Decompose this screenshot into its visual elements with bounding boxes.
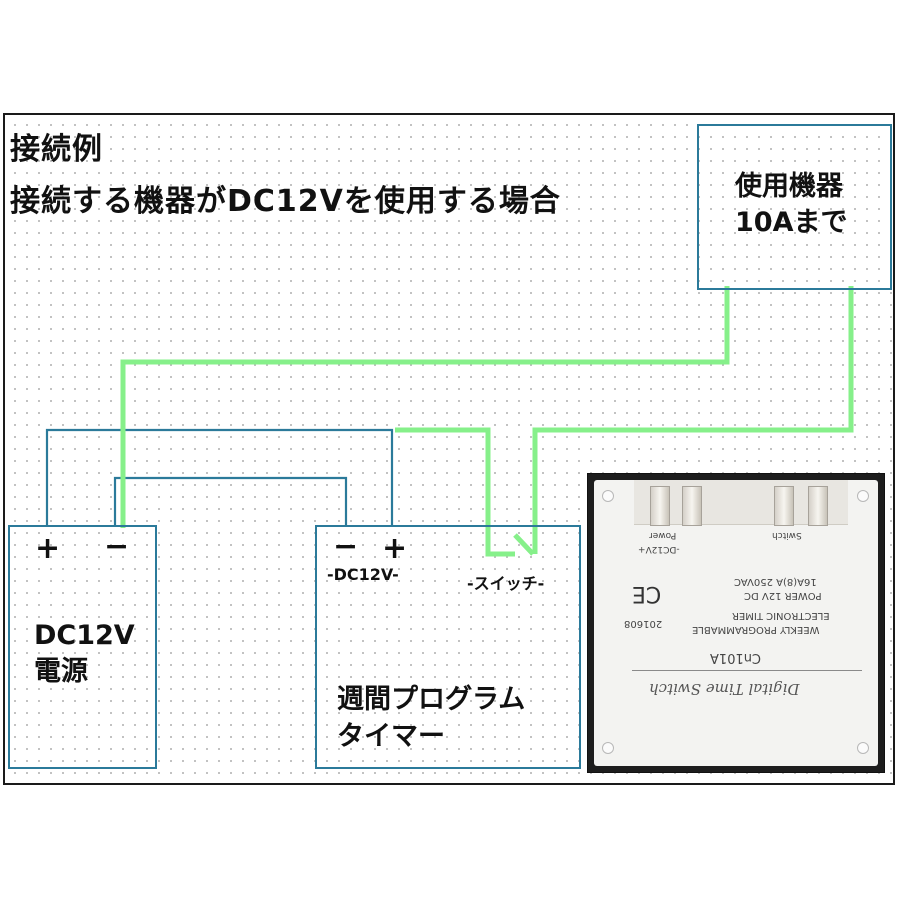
power-label-line1: DC12V — [34, 620, 135, 651]
date-code: 201608 — [624, 618, 663, 629]
power-spec-label: POWER 12V DC — [744, 590, 822, 601]
ce-mark: CE — [632, 581, 662, 606]
device-label-line1: 使用機器 — [735, 171, 843, 202]
model-label: Cn101A — [710, 650, 762, 665]
timer-plus-terminal: + — [382, 531, 408, 566]
divider-line — [632, 670, 862, 671]
wire-power-minus-to-timer-minus — [113, 476, 348, 525]
power-supply-box: + − DC12V 電源 — [8, 525, 157, 769]
screw-icon — [857, 490, 869, 502]
timer-product-photo: Power -DC12V+ Switch CE 16A(8)A 250VAC P… — [587, 473, 885, 773]
desc-line2: WEEKLY PROGRAMMABLE — [692, 624, 820, 635]
terminal-4 — [808, 486, 828, 526]
wire-power-to-switch — [395, 427, 515, 557]
wire-power-plus-to-timer-plus — [45, 428, 394, 525]
timer-label-line2: タイマー — [337, 721, 445, 752]
wire-device-to-switch — [532, 286, 854, 554]
terminal-3 — [774, 486, 794, 526]
timer-label-line1: 週間プログラム — [337, 684, 526, 715]
timer-switch-label: -スイッチ- — [467, 574, 545, 593]
terminal-switch-label: Switch — [772, 530, 802, 540]
terminal-dc-label: -DC12V+ — [638, 544, 680, 554]
page-title: 接続例 — [10, 132, 103, 167]
screw-icon — [857, 742, 869, 754]
brand-label: Digital Time Switch — [649, 680, 800, 698]
screw-icon — [602, 742, 614, 754]
power-label-line2: 電源 — [34, 656, 88, 687]
diagram-frame — [3, 113, 895, 785]
wire-device-to-power-minus — [120, 286, 730, 528]
page-subtitle: 接続する機器がDC12Vを使用する場合 — [10, 184, 561, 219]
power-plus-terminal: + — [35, 531, 61, 566]
device-box: 使用機器 10Aまで — [697, 124, 892, 290]
terminal-1 — [650, 486, 670, 526]
screw-icon — [602, 490, 614, 502]
power-minus-terminal: − — [104, 529, 130, 564]
switch-lever — [513, 533, 535, 556]
device-label-line2: 10Aまで — [735, 207, 848, 238]
terminal-2 — [682, 486, 702, 526]
timer-body: Power -DC12V+ Switch CE 16A(8)A 250VAC P… — [594, 480, 878, 766]
timer-minus-terminal: − — [333, 529, 359, 564]
rating-label: 16A(8)A 250VAC — [734, 576, 817, 587]
timer-box: − + -DC12V- -スイッチ- 週間プログラム タイマー — [315, 525, 581, 769]
timer-dc-label: -DC12V- — [327, 565, 399, 584]
desc-line1: ELECTRONIC TIMER — [732, 610, 830, 621]
terminal-power-label: Power — [649, 530, 677, 540]
